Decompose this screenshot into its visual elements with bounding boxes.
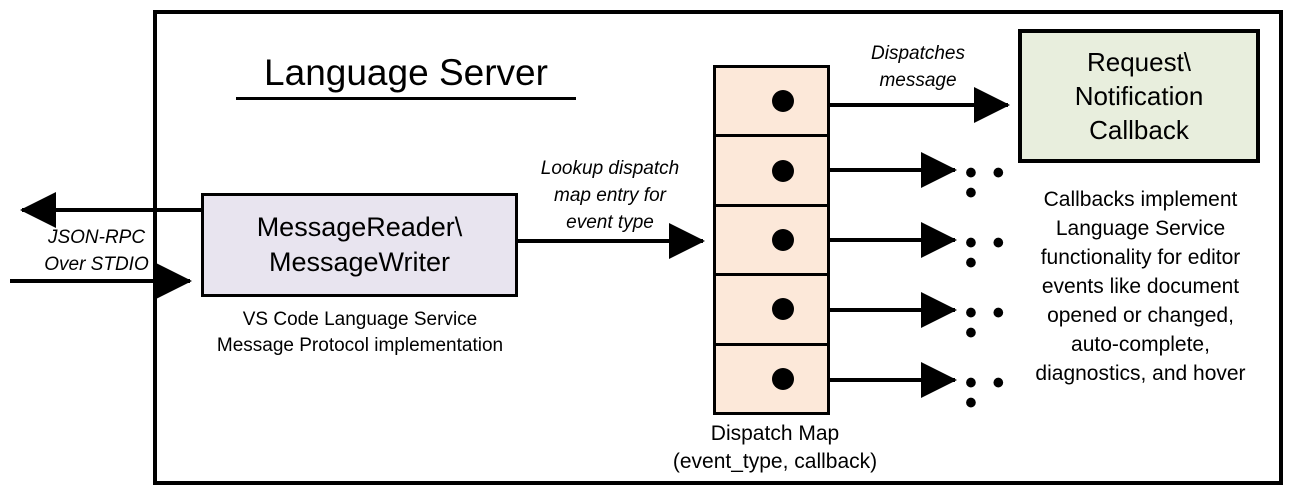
dispatch-map-row[interactable]: [716, 276, 827, 346]
message-box-line1: MessageReader\: [256, 212, 463, 242]
callback-dot-icon: [772, 367, 794, 390]
ellipsis-row-3: • • •: [965, 224, 1008, 282]
page-title: Language Server: [236, 51, 576, 100]
dispatch-map-row[interactable]: [716, 207, 827, 277]
dispatch-map-caption: Dispatch Map (event_type, callback): [630, 420, 920, 476]
callback-caption-line2: Language Service: [1055, 217, 1226, 240]
callback-box-line2: Notification: [1074, 81, 1204, 111]
dispatch-map-row[interactable]: [716, 346, 827, 412]
message-caption-line2: Message Protocol implementation: [216, 335, 504, 356]
callback-dot-icon: [772, 159, 794, 182]
lookup-dispatch-label: Lookup dispatch map entry for event type: [520, 155, 700, 236]
callback-box-line1: Request\: [1086, 47, 1192, 77]
callback-dot-icon: [772, 298, 794, 321]
dispatches-message-label: Dispatches message: [838, 40, 998, 94]
callback-caption-line4: events like document: [1041, 275, 1240, 298]
callback-caption-line5: opened or changed,: [1047, 304, 1234, 327]
dispatch-map-table[interactable]: [713, 65, 830, 415]
ellipsis-row-5: • • •: [965, 364, 1008, 422]
callback-caption-line6: auto-complete,: [1071, 333, 1210, 356]
message-caption-line1: VS Code Language Service: [242, 309, 478, 330]
callback-dot-icon: [772, 229, 794, 252]
callback-box-caption: Callbacks implement Language Service fun…: [1008, 185, 1273, 388]
callback-dot-icon: [772, 90, 794, 113]
jsonrpc-label-line1: JSON-RPC: [47, 227, 146, 248]
jsonrpc-label-line2: Over STDIO: [44, 254, 149, 275]
message-box-caption: VS Code Language Service Message Protoco…: [185, 307, 535, 359]
ellipsis-row-4: • • •: [965, 294, 1008, 352]
lookup-label-line2: map entry for: [554, 185, 666, 206]
map-caption-line2: (event_type, callback): [672, 450, 878, 473]
map-caption-line1: Dispatch Map: [710, 422, 840, 445]
callback-box-line3: Callback: [1089, 115, 1189, 145]
message-box-line2: MessageWriter: [268, 247, 451, 277]
lookup-label-line1: Lookup dispatch: [540, 158, 680, 179]
message-reader-writer-box[interactable]: MessageReader\ MessageWriter: [201, 193, 518, 297]
language-server-container: [153, 10, 1283, 485]
dispatch-label-line1: Dispatches: [871, 43, 965, 64]
callback-caption-line7: diagnostics, and hover: [1035, 362, 1246, 385]
dispatch-map-row[interactable]: [716, 68, 827, 138]
ellipsis-row-2: • • •: [965, 154, 1008, 212]
callback-caption-line3: functionality for editor: [1040, 246, 1241, 269]
dispatch-label-line2: message: [879, 70, 957, 91]
lookup-label-line3: event type: [566, 212, 654, 233]
dispatch-map-row[interactable]: [716, 137, 827, 207]
jsonrpc-protocol-label: JSON-RPC Over STDIO: [24, 224, 169, 278]
request-notification-callback-box[interactable]: Request\ Notification Callback: [1018, 29, 1260, 163]
callback-caption-line1: Callbacks implement: [1043, 188, 1238, 211]
